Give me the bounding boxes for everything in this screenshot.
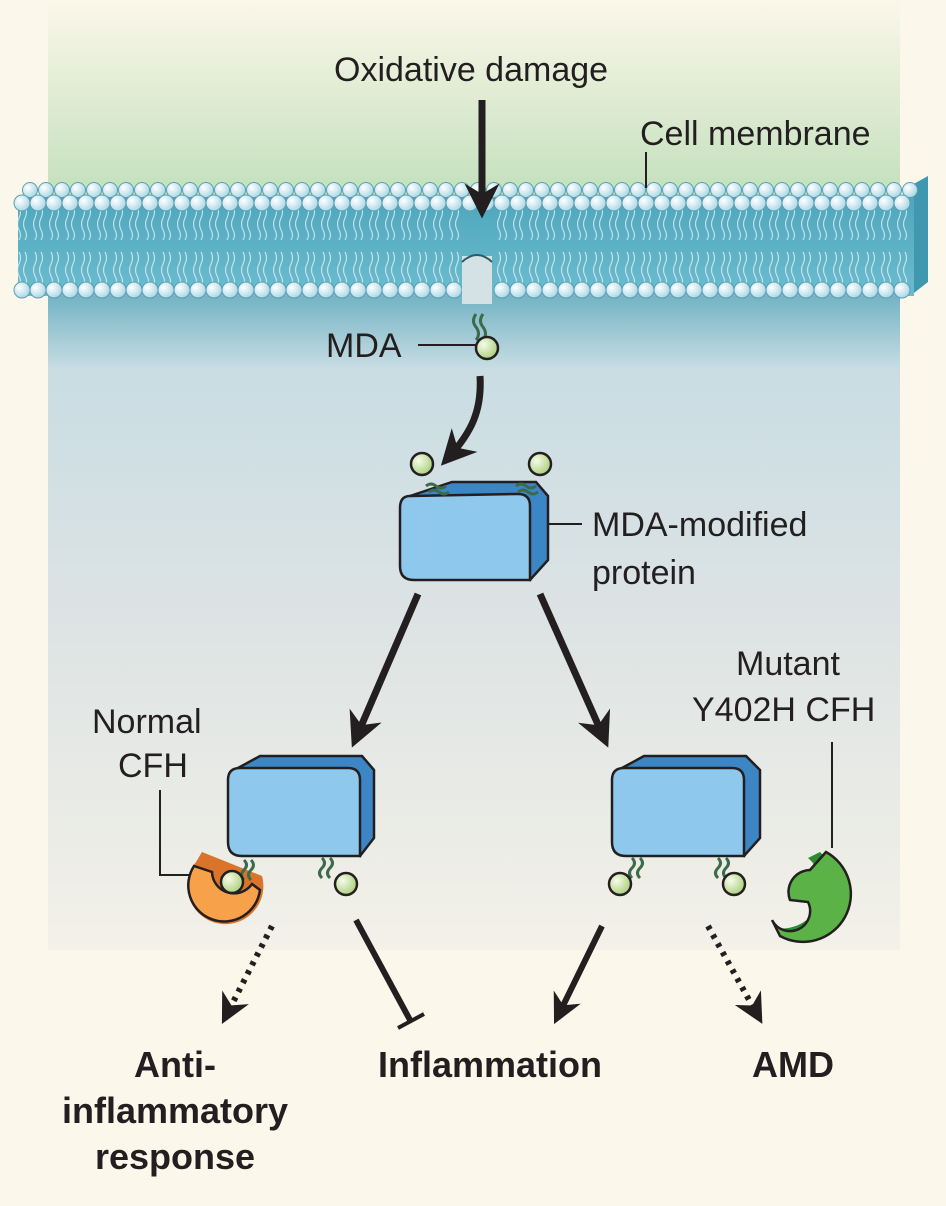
mda-modified-protein — [398, 451, 553, 582]
anti-inflammatory-label-line2: inflammatory — [61, 1090, 289, 1131]
anti-inflammatory-label-line3: response — [94, 1136, 256, 1177]
inflammation-label: Inflammation — [378, 1044, 603, 1085]
right-protein — [607, 754, 762, 897]
mda-to-protein-arrow — [440, 375, 484, 466]
mda-modified-protein-label-line1: MDA-modified — [592, 506, 808, 544]
mutant-cfh — [770, 850, 853, 944]
arrow-to-inflammation — [553, 924, 605, 1025]
cell-membrane-label: Cell membrane — [640, 115, 871, 153]
normal-cfh-leader — [159, 790, 190, 876]
normal-cfh — [187, 852, 264, 925]
normal-cfh-label-line1: Normal — [92, 703, 202, 741]
inhibition-to-inflammation — [353, 918, 413, 1022]
dotted-arrow-to-amd — [705, 924, 763, 1024]
mda-label: MDA — [326, 327, 402, 365]
mutant-cfh-label-line1: Mutant — [736, 645, 840, 683]
normal-cfh-label-line2: CFH — [118, 747, 188, 785]
arrow-to-right-protein — [536, 592, 611, 748]
mda-modified-protein-label-line2: protein — [592, 554, 696, 592]
intracellular-space — [48, 290, 900, 950]
cell-membrane-bilayer — [13, 176, 928, 304]
mutant-cfh-label-line2: Y402H CFH — [692, 691, 876, 729]
left-protein-bound-normal-cfh — [226, 754, 376, 897]
free-mda-molecule — [472, 313, 500, 361]
dotted-arrow-to-anti-inflammatory — [221, 924, 275, 1025]
amd-label: AMD — [752, 1044, 834, 1085]
oxidative-damage-label: Oxidative damage — [334, 51, 609, 89]
inhibition-bar — [397, 1012, 425, 1030]
anti-inflammatory-label-line1: Anti- — [134, 1044, 216, 1085]
arrow-to-left-protein — [349, 592, 422, 748]
